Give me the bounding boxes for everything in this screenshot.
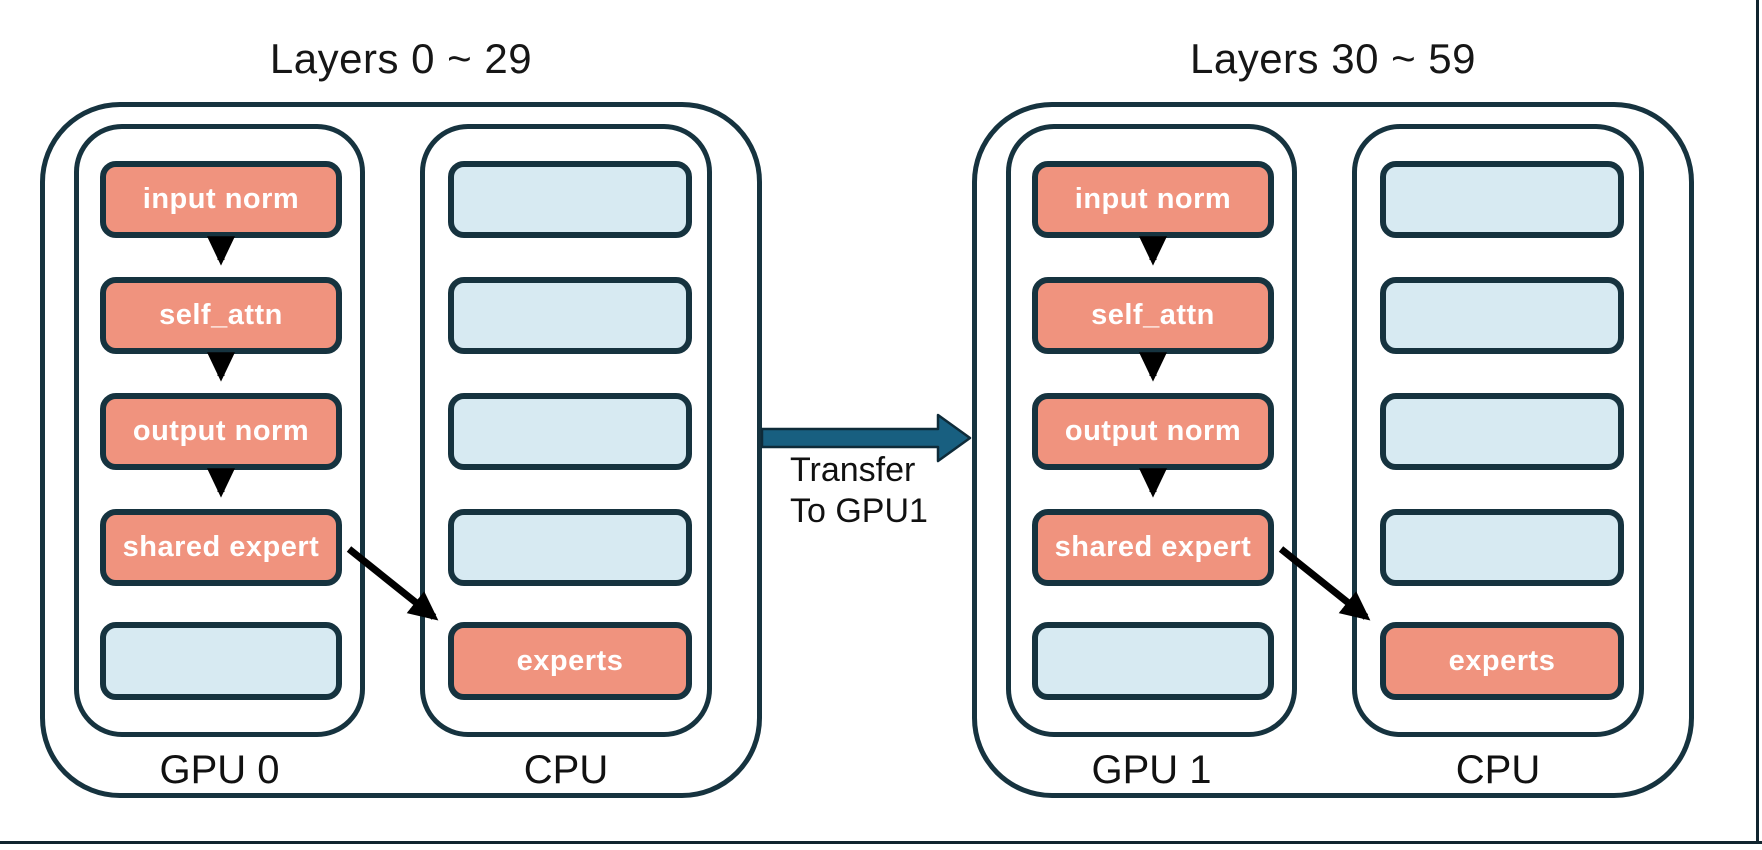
empty-slot (1380, 277, 1624, 354)
block-experts: experts (448, 622, 692, 700)
layer-group-1: Layers 30 ~ 59 input norm self_attn outp… (972, 0, 1694, 850)
block-self-attn: self_attn (1032, 277, 1274, 354)
empty-slot (448, 277, 692, 354)
cpu-label: CPU (1455, 748, 1541, 792)
gpu0-label: GPU 0 (159, 748, 280, 792)
empty-slot (1380, 161, 1624, 238)
gpu1-label: GPU 1 (1091, 748, 1212, 792)
empty-slot (1380, 509, 1624, 586)
empty-slot (1380, 393, 1624, 470)
block-input-norm: input norm (1032, 161, 1274, 238)
transfer-label: Transfer To GPU1 (790, 450, 928, 532)
block-shared-expert: shared expert (100, 509, 342, 586)
empty-slot (448, 393, 692, 470)
empty-slot (448, 509, 692, 586)
group-title: Layers 0 ~ 29 (269, 35, 533, 82)
group-title: Layers 30 ~ 59 (1189, 35, 1477, 82)
block-input-norm: input norm (100, 161, 342, 238)
transfer-label-line2: To GPU1 (790, 492, 928, 530)
empty-slot (100, 622, 342, 700)
block-shared-expert: shared expert (1032, 509, 1274, 586)
block-output-norm: output norm (1032, 393, 1274, 470)
block-self-attn: self_attn (100, 277, 342, 354)
empty-slot (1032, 622, 1274, 700)
empty-slot (448, 161, 692, 238)
block-experts: experts (1380, 622, 1624, 700)
transfer-label-line1: Transfer (790, 451, 916, 489)
cpu-label: CPU (523, 748, 609, 792)
block-output-norm: output norm (100, 393, 342, 470)
page-edge-right (1756, 0, 1759, 844)
layer-group-0: Layers 0 ~ 29 input norm self_attn outpu… (40, 0, 762, 850)
page-edge-bottom (0, 841, 1762, 844)
